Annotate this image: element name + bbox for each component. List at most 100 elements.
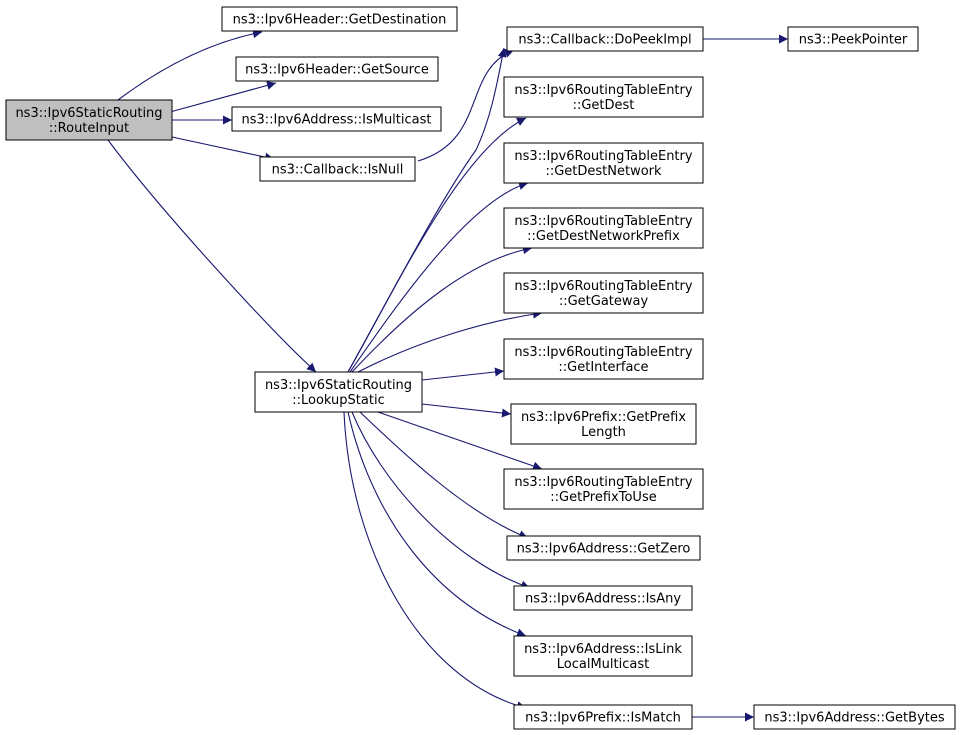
- node-label-line: ::RouteInput: [49, 121, 129, 136]
- node-is-null[interactable]: ns3::Callback::IsNull: [259, 156, 416, 182]
- node-get-dest-network[interactable]: ns3::Ipv6RoutingTableEntry::GetDestNetwo…: [503, 142, 704, 184]
- node-label-line: Length: [581, 425, 626, 440]
- node-box: [787, 26, 919, 52]
- node-box: [753, 704, 956, 730]
- node-label-line: ::GetDest: [573, 98, 635, 113]
- node-label-line: ::GetDestNetwork: [545, 164, 662, 179]
- node-get-dest[interactable]: ns3::Ipv6RoutingTableEntry::GetDest: [503, 76, 704, 118]
- edge-line: [421, 403, 512, 418]
- node-label-line: ns3::Ipv6Prefix::GetPrefix: [521, 410, 686, 425]
- node-box: [503, 338, 704, 380]
- node-label-line: ns3::Ipv6StaticRouting: [15, 106, 162, 121]
- edge-lookup-static-to-get-prefix-to-use: [377, 411, 543, 471]
- edge-lookup-static-to-is-match: [343, 411, 527, 711]
- node-label-line: ns3::Ipv6Header::GetDestination: [233, 13, 447, 28]
- node-label-line: ns3::Callback::DoPeekImpl: [518, 33, 691, 48]
- edge-lookup-static-to-is-link-local-multicast: [347, 411, 527, 638]
- node-label-line: ::GetGateway: [559, 294, 649, 309]
- node-label-line: ns3::Ipv6Address::IsLink: [524, 642, 682, 657]
- node-get-bytes[interactable]: ns3::Ipv6Address::GetBytes: [753, 704, 956, 730]
- edge-line: [417, 49, 515, 162]
- node-box: [503, 76, 704, 118]
- node-label-line: ns3::Ipv6StaticRouting: [265, 378, 412, 393]
- edge-lookup-static-to-get-gateway: [357, 309, 543, 373]
- node-box: [235, 56, 439, 82]
- node-get-gateway[interactable]: ns3::Ipv6RoutingTableEntry::GetGateway: [503, 272, 704, 314]
- node-box: [503, 142, 704, 184]
- edge-lookup-static-to-get-dest: [347, 117, 527, 373]
- node-box: [5, 99, 173, 141]
- edge-line: [377, 411, 543, 471]
- edge-route-input-to-get-source: [169, 81, 277, 113]
- edge-is-null-to-do-peek-impl: [417, 49, 515, 162]
- node-box: [506, 535, 701, 561]
- edge-line: [349, 181, 529, 373]
- node-do-peek-impl[interactable]: ns3::Callback::DoPeekImpl: [506, 26, 704, 52]
- node-label-line: ns3::Ipv6Prefix::IsMatch: [525, 711, 681, 726]
- node-peek-pointer[interactable]: ns3::PeekPointer: [787, 26, 919, 52]
- node-is-any[interactable]: ns3::Ipv6Address::IsAny: [513, 585, 693, 611]
- node-label-line: LocalMulticast: [557, 657, 649, 672]
- node-label-line: ns3::Ipv6Header::GetSource: [245, 63, 429, 78]
- edge-line: [171, 136, 275, 162]
- node-label-line: ns3::Ipv6Address::IsMulticast: [242, 113, 432, 128]
- node-label-line: ns3::Ipv6Address::GetBytes: [764, 711, 945, 726]
- node-box: [221, 6, 458, 32]
- edge-lookup-static-to-get-interface: [421, 367, 505, 381]
- edge-line: [351, 411, 531, 590]
- node-label-line: ns3::Ipv6RoutingTableEntry: [514, 214, 692, 229]
- node-label-line: ns3::Ipv6RoutingTableEntry: [514, 83, 692, 98]
- node-label-line: ns3::Ipv6RoutingTableEntry: [514, 475, 692, 490]
- edge-line: [343, 411, 527, 711]
- node-get-dest-network-prefix[interactable]: ns3::Ipv6RoutingTableEntry::GetDestNetwo…: [503, 207, 704, 249]
- node-box: [503, 272, 704, 314]
- node-box: [254, 371, 423, 413]
- node-is-multicast[interactable]: ns3::Ipv6Address::IsMulticast: [231, 106, 442, 132]
- edge-lookup-static-to-get-dest-network-prefix: [351, 245, 533, 373]
- edge-lookup-static-to-get-zero: [359, 411, 529, 539]
- node-label-line: ns3::Ipv6Address::GetZero: [517, 542, 691, 557]
- node-box: [231, 106, 442, 132]
- edge-line: [347, 117, 527, 373]
- node-box: [510, 403, 697, 445]
- node-get-prefix-to-use[interactable]: ns3::Ipv6RoutingTableEntry::GetPrefixToU…: [503, 468, 704, 510]
- node-label-line: ns3::PeekPointer: [799, 33, 908, 48]
- node-label-line: ns3::Ipv6RoutingTableEntry: [514, 149, 692, 164]
- node-route-input[interactable]: ns3::Ipv6StaticRouting::RouteInput: [5, 99, 173, 141]
- edge-lookup-static-to-is-any: [351, 411, 531, 590]
- edge-line: [347, 411, 527, 638]
- node-get-destination[interactable]: ns3::Ipv6Header::GetDestination: [221, 6, 458, 32]
- edge-route-input-to-is-null: [171, 136, 275, 162]
- edge-line: [351, 245, 533, 373]
- node-box: [503, 207, 704, 249]
- node-get-source[interactable]: ns3::Ipv6Header::GetSource: [235, 56, 439, 82]
- node-label-line: ns3::Ipv6Address::IsAny: [525, 592, 681, 607]
- node-lookup-static[interactable]: ns3::Ipv6StaticRouting::LookupStatic: [254, 371, 423, 413]
- node-label-line: ::LookupStatic: [292, 393, 384, 408]
- edge-line: [169, 81, 277, 113]
- edge-lookup-static-to-get-prefix-length: [421, 403, 512, 418]
- edge-route-input-to-lookup-static: [107, 139, 317, 373]
- node-box: [513, 704, 693, 730]
- edge-line: [357, 309, 543, 373]
- node-is-match[interactable]: ns3::Ipv6Prefix::IsMatch: [513, 704, 693, 730]
- node-label-line: ::GetPrefixToUse: [550, 490, 656, 505]
- edge-route-input-to-get-destination: [117, 29, 263, 101]
- node-box: [503, 468, 704, 510]
- edge-lookup-static-to-get-dest-network: [349, 181, 529, 373]
- node-label-line: ::GetInterface: [558, 360, 648, 375]
- edges-layer: [107, 29, 788, 722]
- node-get-zero[interactable]: ns3::Ipv6Address::GetZero: [506, 535, 701, 561]
- node-get-interface[interactable]: ns3::Ipv6RoutingTableEntry::GetInterface: [503, 338, 704, 380]
- node-box: [513, 585, 693, 611]
- nodes-layer: ns3::Ipv6StaticRouting::RouteInputns3::I…: [5, 6, 956, 730]
- edge-line: [117, 29, 263, 101]
- edge-line: [107, 139, 317, 373]
- edge-line: [347, 47, 507, 373]
- node-box: [506, 26, 704, 52]
- node-label-line: ns3::Callback::IsNull: [272, 163, 404, 178]
- node-box: [513, 635, 693, 677]
